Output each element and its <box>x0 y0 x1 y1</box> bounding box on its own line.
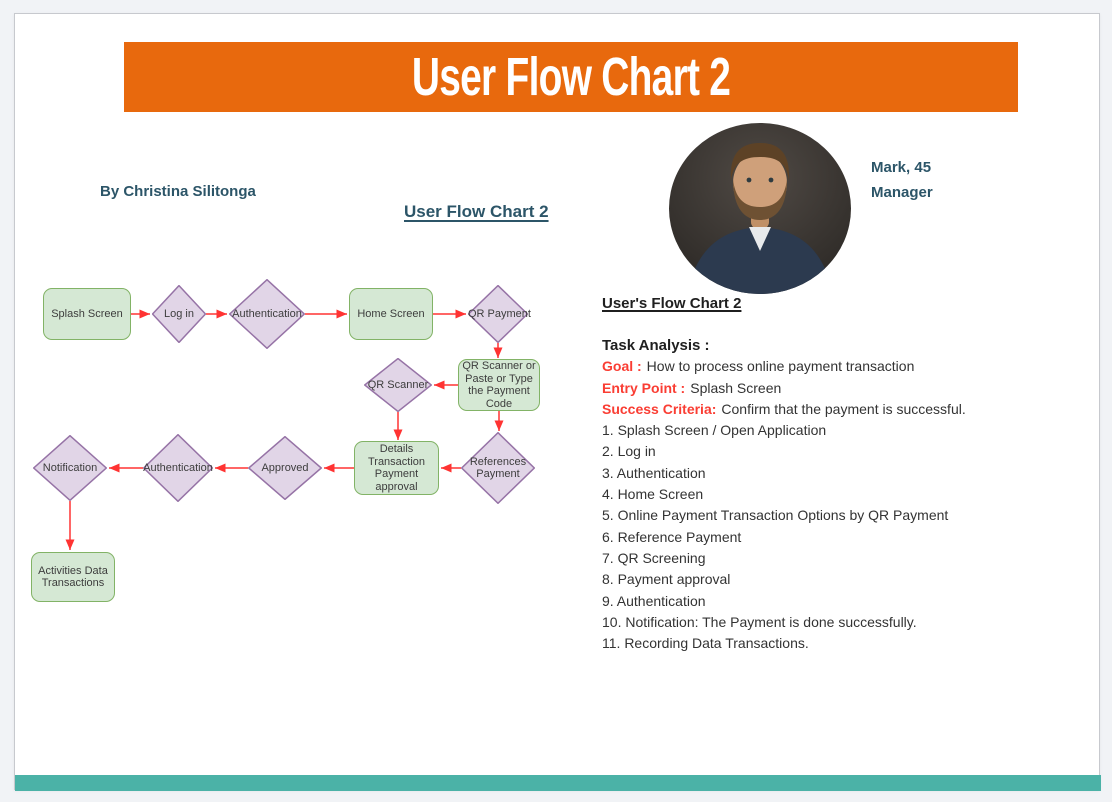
flow-node-authentication-2: Authentication <box>143 434 213 502</box>
flow-node-label: Notification <box>42 461 98 474</box>
flow-node-details-transaction: Details Transaction Payment approval <box>354 441 439 495</box>
flow-node-label: Approved <box>261 461 309 474</box>
flow-arrows <box>65 309 504 550</box>
task-analysis-panel: User's Flow Chart 2 Task Analysis : Goal… <box>602 293 1094 654</box>
persona-caption: Mark, 45 Manager <box>871 155 933 205</box>
page-title: User Flow Chart 2 <box>411 47 731 107</box>
diamond-shape <box>468 285 528 343</box>
bottom-accent-bar <box>15 775 1101 791</box>
flow-node-approved: Approved <box>248 436 322 500</box>
flow-step: 7. QR Screening <box>602 549 706 566</box>
flow-step: 6. Reference Payment <box>602 528 742 545</box>
diamond-shape <box>152 285 206 343</box>
flow-step: 10. Notification: The Payment is done su… <box>602 613 917 630</box>
flow-node-notification: Notification <box>33 435 107 501</box>
persona-portrait-illustration <box>669 123 851 294</box>
flow-node-label: QR Scanner <box>367 378 429 391</box>
flow-step: 9. Authentication <box>602 592 706 609</box>
flow-step: 11. Recording Data Transactions. <box>602 635 809 652</box>
flow-step: 2. Log in <box>602 443 656 460</box>
persona-photo <box>669 123 851 294</box>
analysis-heading: User's Flow Chart 2 <box>602 295 742 312</box>
flow-node-qr-scanner: QR Scanner <box>364 358 432 412</box>
diamond-shape <box>143 434 213 502</box>
task-analysis-label: Task Analysis : <box>602 337 710 354</box>
flow-node-authentication-1: Authentication <box>229 279 305 349</box>
diamond-shape <box>33 435 107 501</box>
entry-point-label: Entry Point : <box>602 379 686 396</box>
success-criteria-text: Confirm that the payment is successful. <box>721 400 966 417</box>
persona-role: Manager <box>871 184 933 201</box>
flow-node-label: Log in <box>164 307 194 320</box>
diamond-shape <box>364 358 432 412</box>
title-banner: User Flow Chart 2 <box>124 42 1018 112</box>
flowchart-heading: User Flow Chart 2 <box>404 202 549 221</box>
entry-point-text: Splash Screen <box>690 379 782 396</box>
flow-node-label: Authentication <box>232 307 302 320</box>
flow-node-label: Home Screen <box>357 307 425 320</box>
spacer <box>602 314 1094 335</box>
flow-node-label: References Payment <box>469 455 527 481</box>
flow-node-qr-payment: QR Payment <box>468 285 531 343</box>
flow-node-label: QR Payment <box>468 307 531 320</box>
slide-page: User Flow Chart 2 By Christina Silitonga… <box>14 13 1101 791</box>
flow-step: 1. Splash Screen / Open Application <box>602 422 827 439</box>
flow-node-log-in: Log in <box>152 285 206 343</box>
diamond-shape <box>229 279 305 349</box>
goal-text: How to process online payment transactio… <box>646 358 915 375</box>
flow-step: 5. Online Payment Transaction Options by… <box>602 507 949 524</box>
entry-point-line: Entry Point :Splash Screen <box>602 378 1094 399</box>
flow-step: 3. Authentication <box>602 464 706 481</box>
diamond-shape <box>248 436 322 500</box>
goal-label: Goal : <box>602 358 642 375</box>
flow-node-qr-scanner-or-paste: QR Scanner or Paste or Type the Payment … <box>458 359 540 411</box>
flow-node-activities-data: Activities Data Transactions <box>31 552 115 602</box>
success-criteria-label: Success Criteria: <box>602 400 717 417</box>
author-byline: By Christina Silitonga <box>100 183 256 200</box>
goal-line: Goal :How to process online payment tran… <box>602 356 1094 377</box>
diamond-shape <box>461 432 535 504</box>
persona-name: Mark, 45 <box>871 159 932 176</box>
flow-node-splash-screen: Splash Screen <box>43 288 131 340</box>
flow-node-label: Authentication <box>143 461 213 474</box>
flow-node-label: QR Scanner or Paste or Type the Payment … <box>462 360 536 410</box>
success-criteria-line: Success Criteria:Confirm that the paymen… <box>602 399 1094 420</box>
flow-step: 8. Payment approval <box>602 571 731 588</box>
flow-node-label: Splash Screen <box>51 307 123 320</box>
flow-node-home-screen: Home Screen <box>349 288 433 340</box>
flow-node-label: Activities Data Transactions <box>38 564 108 590</box>
flow-node-label: Details Transaction Payment approval <box>367 443 426 493</box>
flow-node-references-payment: References Payment <box>461 432 535 504</box>
flow-step: 4. Home Screen <box>602 486 704 503</box>
